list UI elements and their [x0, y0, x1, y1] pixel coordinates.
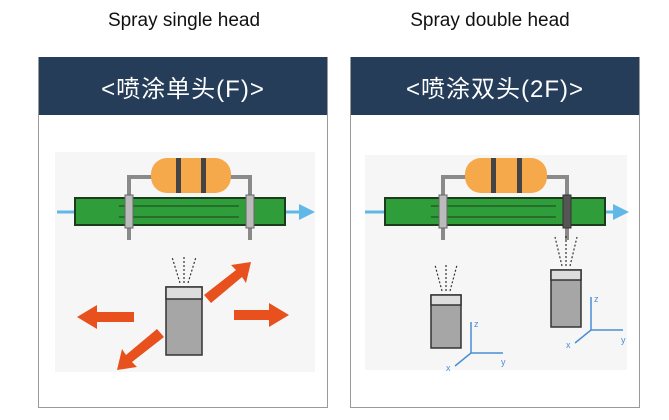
axis-label-z: z [474, 319, 479, 329]
axis-label-x: x [446, 363, 451, 373]
spray-nozzle-icon [165, 286, 203, 356]
panel-title: <喷涂双头(2F)> [351, 57, 639, 115]
panel-double-head: <喷涂双头(2F)> [350, 57, 640, 408]
axis-icon-2 [574, 297, 623, 344]
caption-double-head: Spray double head [410, 10, 570, 31]
double-head-diagram: z y x z y x [365, 155, 629, 373]
spray-icon [434, 235, 578, 292]
single-head-diagram [55, 152, 315, 372]
axis-label-z: z [594, 294, 599, 304]
axis-label-y: y [501, 357, 506, 367]
pcb-board [74, 194, 286, 229]
orange-motion-arrows [77, 262, 289, 370]
axis-icon-1 [454, 322, 503, 367]
axis-label-x: x [566, 340, 571, 350]
pcb-board [384, 194, 606, 229]
axis-label-y: y [621, 335, 626, 345]
spray-nozzle-2 [550, 269, 582, 328]
panel-title: <喷涂单头(F)> [39, 57, 327, 115]
caption-single-head: Spray single head [107, 10, 261, 31]
spray-icon [171, 255, 197, 284]
spray-nozzle-1 [430, 294, 462, 349]
panel-single-head: <喷涂单头(F)> [38, 57, 328, 408]
